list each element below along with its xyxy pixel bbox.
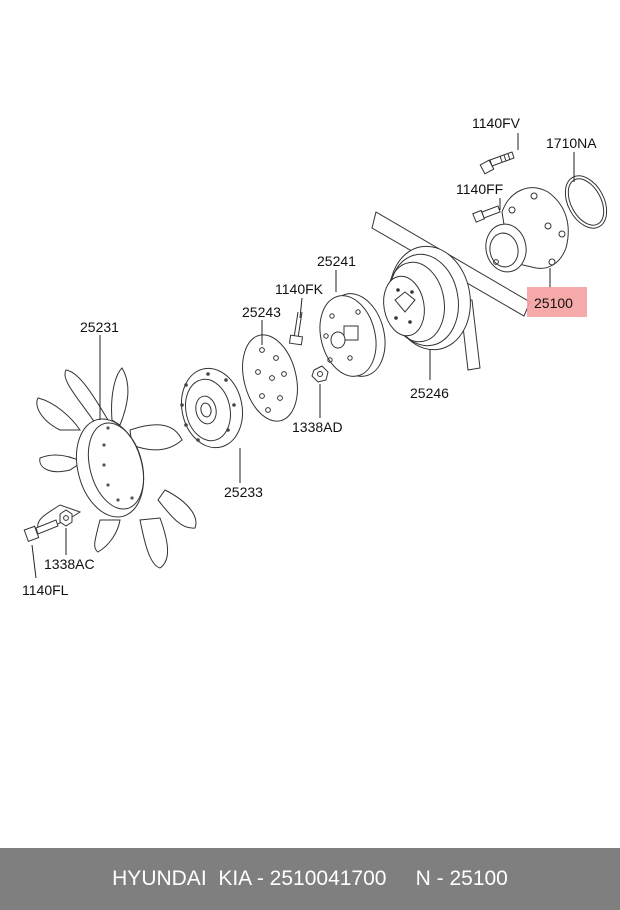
label-25231: 25231 — [80, 319, 119, 335]
bolt-1140FF — [472, 205, 501, 223]
nut-1338AD — [311, 365, 329, 383]
water-pump-25100 — [485, 187, 569, 273]
label-1140FF: 1140FF — [456, 181, 503, 197]
exploded-parts-diagram: 25231 25243 1140FK 25241 1140FV 1710NA 1… — [22, 115, 608, 598]
label-25241: 25241 — [317, 253, 356, 269]
leader-lines — [31, 133, 575, 579]
label-1710NA: 1710NA — [546, 135, 597, 151]
fan-blade-25231 — [36, 367, 197, 569]
bolt-1140FL — [23, 519, 59, 542]
washer-1338AC — [59, 509, 73, 527]
label-25243: 25243 — [242, 304, 281, 320]
pulley-25246 — [371, 211, 531, 371]
bolt-1140FK — [288, 311, 304, 346]
label-1140FK: 1140FK — [275, 281, 324, 297]
fan-clutch-25233 — [180, 367, 244, 449]
spacer-25243 — [242, 334, 298, 422]
part-number-footer: HYUNDAI KIA - 2510041700 N - 25100 — [0, 848, 620, 910]
label-1140FL: 1140FL — [22, 582, 69, 598]
pulley-25241 — [319, 293, 386, 377]
label-25246: 25246 — [410, 385, 449, 401]
label-1338AC: 1338AC — [44, 556, 95, 572]
label-25100: 25100 — [534, 295, 573, 311]
bolt-1140FV — [479, 151, 515, 175]
part-labels: 25231 25243 1140FK 25241 1140FV 1710NA 1… — [22, 115, 597, 598]
label-1140FV: 1140FV — [472, 115, 521, 131]
label-25233: 25233 — [224, 484, 263, 500]
highlight-25100 — [527, 287, 587, 317]
label-1338AD: 1338AD — [292, 419, 343, 435]
